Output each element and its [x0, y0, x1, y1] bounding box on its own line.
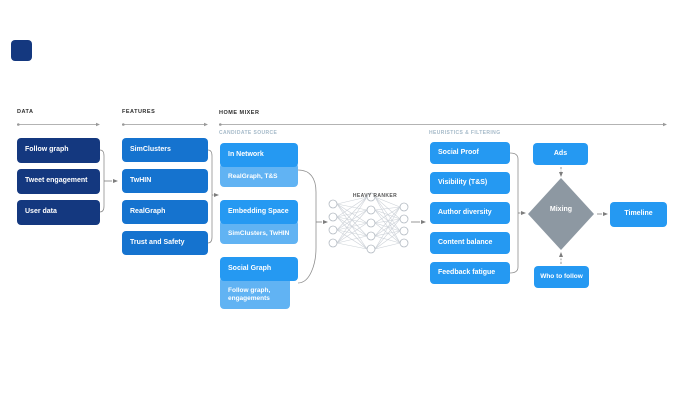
box-label: Feedback fatigue [438, 268, 496, 276]
box-label: User data [25, 208, 57, 216]
neural-network [328, 192, 409, 254]
logo-mark [11, 40, 32, 61]
box-label: SimClusters [130, 145, 171, 153]
heuristic-box-author-diversity: Author diversity [430, 202, 510, 224]
box-label: Follow graph, engagements [228, 286, 271, 302]
candidate-sub-box: RealGraph, T&S [220, 163, 298, 187]
heuristic-box-feedback-fatigue: Feedback fatigue [430, 262, 510, 284]
who-to-follow-box: Who to follow [534, 266, 589, 288]
section-label-features: FEATURES [122, 109, 156, 115]
box-label: Ads [553, 149, 568, 157]
box-label: Content balance [438, 238, 493, 246]
box-label: Follow graph [25, 146, 69, 154]
box-label: Who to follow [540, 272, 583, 280]
feature-box-realgraph: RealGraph [122, 200, 208, 224]
bracket-candidate-source [297, 169, 317, 284]
arrow-ranker-to-heuristics [411, 220, 426, 224]
box-label: TwHIN [130, 176, 152, 184]
box-label: In Network [228, 150, 264, 158]
mixing-label: Mixing [549, 206, 573, 213]
box-label: Tweet engagement [25, 177, 88, 185]
candidate-group-embedding-space: Embedding Space SimClusters, TwHIN [220, 200, 298, 244]
arrow-ads-to-mixing [559, 167, 563, 177]
ads-box: Ads [533, 143, 588, 165]
feature-box-simclusters: SimClusters [122, 138, 208, 162]
arrow-mixing-to-timeline [597, 212, 608, 216]
feature-box-twhin: TwHIN [122, 169, 208, 193]
candidate-sub-box: Follow graph, engagements [220, 277, 290, 309]
data-box-follow-graph: Follow graph [17, 138, 100, 163]
candidate-sub-box: SimClusters, TwHIN [220, 220, 298, 244]
box-label: Trust and Safety [130, 238, 185, 246]
bracket-data [99, 149, 105, 213]
box-label: RealGraph [130, 207, 166, 215]
box-label: Timeline [624, 210, 653, 218]
box-label: Author diversity [438, 208, 492, 216]
section-label-heuristics: HEURISTICS & FILTERING [429, 130, 501, 136]
mixing-diamond [528, 178, 594, 250]
section-label-home-mixer: HOME MIXER [219, 110, 260, 116]
data-box-user-data: User data [17, 200, 100, 225]
box-label: Embedding Space [228, 207, 289, 215]
heuristic-box-content-balance: Content balance [430, 232, 510, 254]
header-rule-data [17, 122, 100, 127]
candidate-main-box: Embedding Space [220, 200, 298, 224]
heuristic-box-social-proof: Social Proof [430, 142, 510, 164]
data-box-tweet-engagement: Tweet engagement [17, 169, 100, 194]
arrow-heuristics-to-mixing [518, 211, 526, 215]
candidate-group-in-network: In Network RealGraph, T&S [220, 143, 298, 187]
box-label: SimClusters, TwHIN [228, 229, 290, 237]
arrow-whotofollow-to-mixing [559, 252, 563, 264]
arrow-data-to-features [104, 179, 118, 183]
box-label: Social Graph [228, 264, 272, 272]
section-label-heavy-ranker: HEAVY RANKER [352, 193, 398, 199]
bracket-heuristics [509, 152, 519, 274]
arrow-candidates-to-ranker [316, 220, 328, 224]
header-rule-features [122, 122, 208, 127]
candidate-main-box: In Network [220, 143, 298, 167]
box-label: Visibility (T&S) [438, 178, 488, 186]
header-rule-home-mixer [219, 122, 667, 127]
feature-box-trust-and-safety: Trust and Safety [122, 231, 208, 255]
bracket-features [207, 149, 213, 244]
arrow-features-to-candidates [212, 193, 219, 197]
heuristic-box-visibility: Visibility (T&S) [430, 172, 510, 194]
section-label-data: DATA [17, 109, 34, 115]
candidate-main-box: Social Graph [220, 257, 298, 281]
timeline-box: Timeline [610, 202, 667, 227]
box-label: RealGraph, T&S [228, 172, 278, 180]
candidate-group-social-graph: Social Graph Follow graph, engagements [220, 257, 298, 309]
box-label: Social Proof [438, 148, 479, 156]
section-label-candidate-source: CANDIDATE SOURCE [219, 130, 278, 136]
